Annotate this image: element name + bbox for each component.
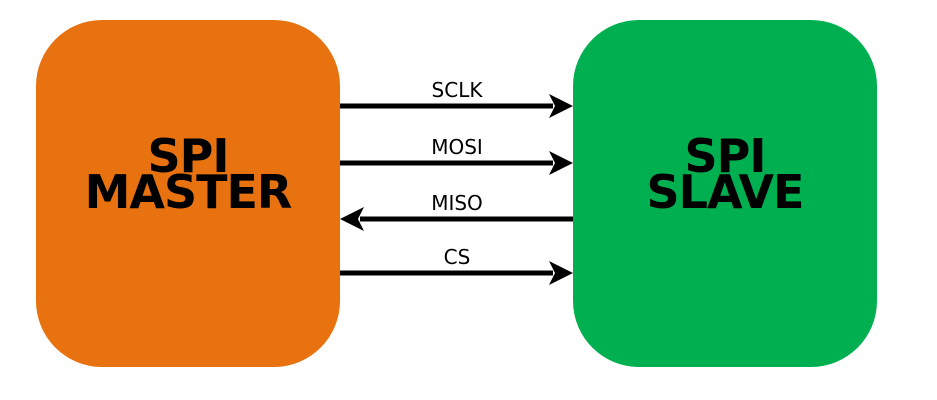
spi-master-block: SPI MASTER <box>36 20 340 367</box>
arrowhead-cs <box>549 261 573 285</box>
arrowhead-mosi <box>549 151 573 175</box>
arrowhead-sclk <box>549 94 573 118</box>
signal-label-sclk: SCLK <box>431 78 483 102</box>
slave-title-line1: SPI <box>684 128 767 183</box>
master-title-line2: MASTER <box>84 164 293 219</box>
slave-title-line2: SLAVE <box>646 164 805 219</box>
signal-label-mosi: MOSI <box>431 135 483 159</box>
arrowhead-miso <box>340 207 364 231</box>
master-title-line1: SPI <box>147 128 230 183</box>
signal-label-cs: CS <box>443 245 471 269</box>
signal-label-miso: MISO <box>431 191 483 215</box>
spi-slave-block: SPI SLAVE <box>573 20 877 367</box>
